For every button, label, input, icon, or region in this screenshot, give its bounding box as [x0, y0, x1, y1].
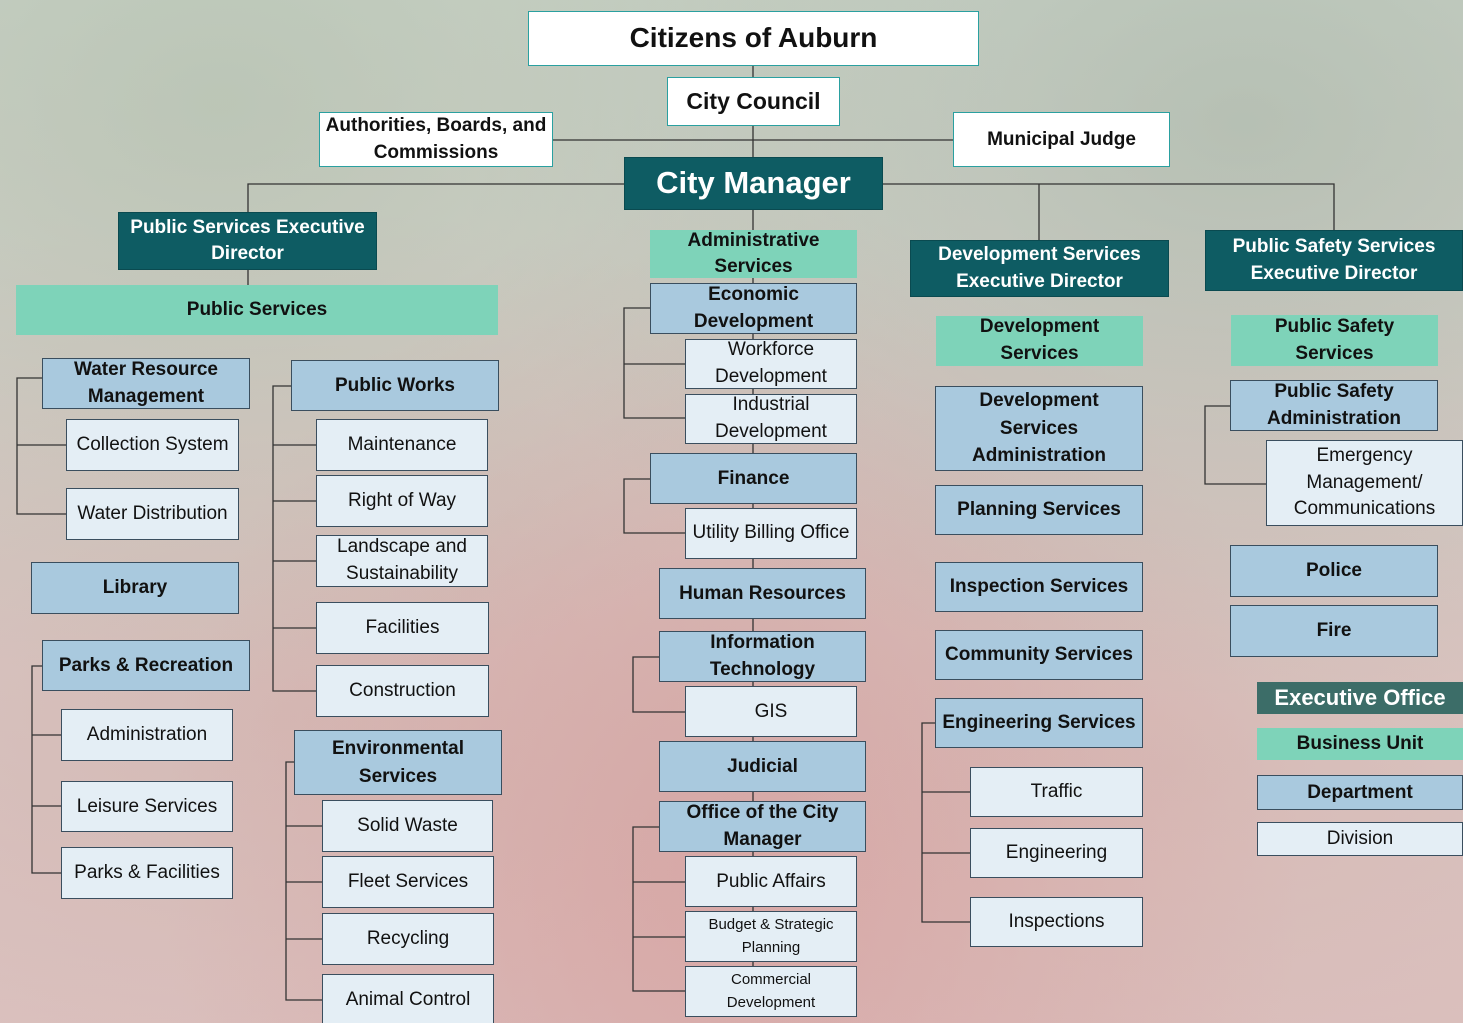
development-services-administration-department: Development Services Administration: [935, 386, 1143, 471]
city-manager-box: City Manager: [624, 157, 883, 210]
authorities-boards-commissions-box: Authorities, Boards, and Commissions: [319, 112, 553, 167]
public-services-unit: Public Services: [16, 285, 498, 335]
landscape-sustainability-division: Landscape and Sustainability: [316, 535, 488, 587]
police-department: Police: [1230, 545, 1438, 597]
community-services-department: Community Services: [935, 630, 1143, 680]
economic-development-department: Economic Development: [650, 283, 857, 334]
water-distribution-division: Water Distribution: [66, 488, 239, 540]
construction-division: Construction: [316, 665, 489, 717]
emergency-management-communications-division: Emergency Management/ Communications: [1266, 440, 1463, 526]
commercial-development-division: Commercial Development: [685, 966, 857, 1017]
parks-facilities-division: Parks & Facilities: [61, 847, 233, 899]
leisure-services-division: Leisure Services: [61, 781, 233, 832]
parks-administration-division: Administration: [61, 709, 233, 761]
public-safety-administration-department: Public Safety Administration: [1230, 380, 1438, 431]
finance-department: Finance: [650, 453, 857, 504]
right-of-way-division: Right of Way: [316, 475, 488, 527]
solid-waste-division: Solid Waste: [322, 800, 493, 852]
citizens-of-auburn-box: Citizens of Auburn: [528, 11, 979, 66]
animal-control-division: Animal Control: [322, 974, 494, 1023]
municipal-judge-box: Municipal Judge: [953, 112, 1170, 167]
engineering-division: Engineering: [970, 828, 1143, 878]
industrial-development-division: Industrial Development: [685, 394, 857, 444]
facilities-division: Facilities: [316, 602, 489, 654]
city-council-box: City Council: [667, 77, 840, 126]
environmental-services-department: Environmental Services: [294, 730, 502, 795]
public-affairs-division: Public Affairs: [685, 856, 857, 907]
judicial-department: Judicial: [659, 741, 866, 792]
gis-division: GIS: [685, 686, 857, 737]
public-safety-services-unit: Public Safety Services: [1231, 315, 1438, 366]
public-safety-services-executive-director: Public Safety Services Executive Directo…: [1205, 230, 1463, 291]
planning-services-department: Planning Services: [935, 485, 1143, 535]
budget-strategic-planning-division: Budget & Strategic Planning: [685, 911, 857, 962]
legend-division: Division: [1257, 822, 1463, 856]
legend-business-unit: Business Unit: [1257, 728, 1463, 760]
administrative-services-unit: Administrative Services: [650, 230, 857, 278]
public-services-executive-director: Public Services Executive Director: [118, 212, 377, 270]
collection-system-division: Collection System: [66, 419, 239, 471]
engineering-services-department: Engineering Services: [935, 698, 1143, 748]
legend-executive-office: Executive Office: [1257, 682, 1463, 714]
public-works-department: Public Works: [291, 360, 499, 411]
library-department: Library: [31, 562, 239, 614]
workforce-development-division: Workforce Development: [685, 339, 857, 389]
traffic-division: Traffic: [970, 767, 1143, 817]
inspections-division: Inspections: [970, 897, 1143, 947]
fleet-services-division: Fleet Services: [322, 856, 494, 908]
development-services-unit: Development Services: [936, 316, 1143, 366]
water-resource-management-department: Water Resource Management: [42, 358, 250, 409]
utility-billing-office-division: Utility Billing Office: [685, 508, 857, 559]
office-of-the-city-manager-department: Office of the City Manager: [659, 801, 866, 852]
legend-department: Department: [1257, 775, 1463, 810]
human-resources-department: Human Resources: [659, 568, 866, 619]
parks-recreation-department: Parks & Recreation: [42, 640, 250, 691]
development-services-executive-director: Development Services Executive Director: [910, 240, 1169, 297]
recycling-division: Recycling: [322, 913, 494, 965]
information-technology-department: Information Technology: [659, 631, 866, 682]
fire-department: Fire: [1230, 605, 1438, 657]
inspection-services-department: Inspection Services: [935, 562, 1143, 612]
maintenance-division: Maintenance: [316, 419, 488, 471]
